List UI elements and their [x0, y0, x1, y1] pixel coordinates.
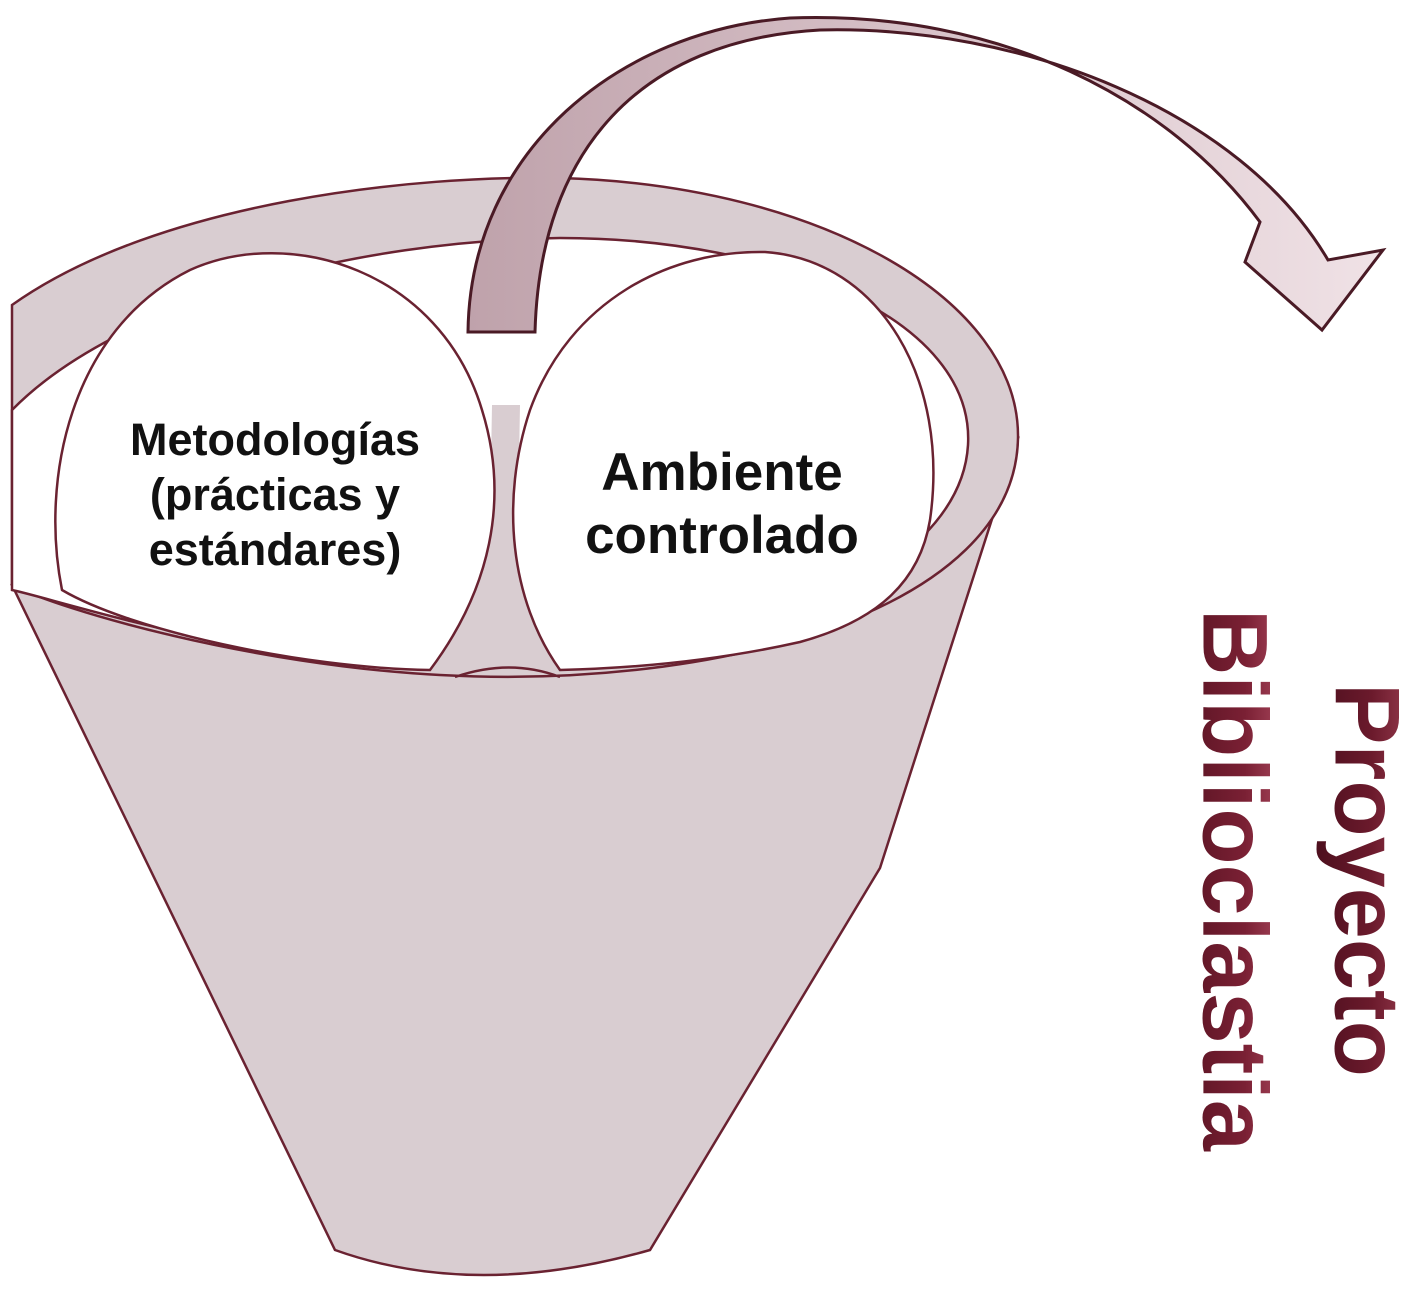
left-circle-line-3: estándares)	[149, 524, 402, 575]
output-title-group-1: Proyecto	[1316, 683, 1418, 1077]
output-title-group-2: Biblioclastia	[1184, 609, 1286, 1152]
funnel-neck-bottom	[454, 666, 561, 679]
left-circle	[54, 251, 496, 672]
right-circle-line-1: Ambiente	[601, 443, 842, 502]
left-circle-line-2: (prácticas y	[150, 469, 400, 520]
left-circle-line-1: Metodologías	[130, 414, 420, 465]
curved-arrow	[466, 16, 1387, 334]
output-title-line-1: Proyecto	[1316, 683, 1418, 1077]
output-title-line-2: Biblioclastia	[1184, 609, 1286, 1152]
right-circle	[511, 250, 935, 672]
right-circle-line-2: controlado	[585, 506, 859, 565]
